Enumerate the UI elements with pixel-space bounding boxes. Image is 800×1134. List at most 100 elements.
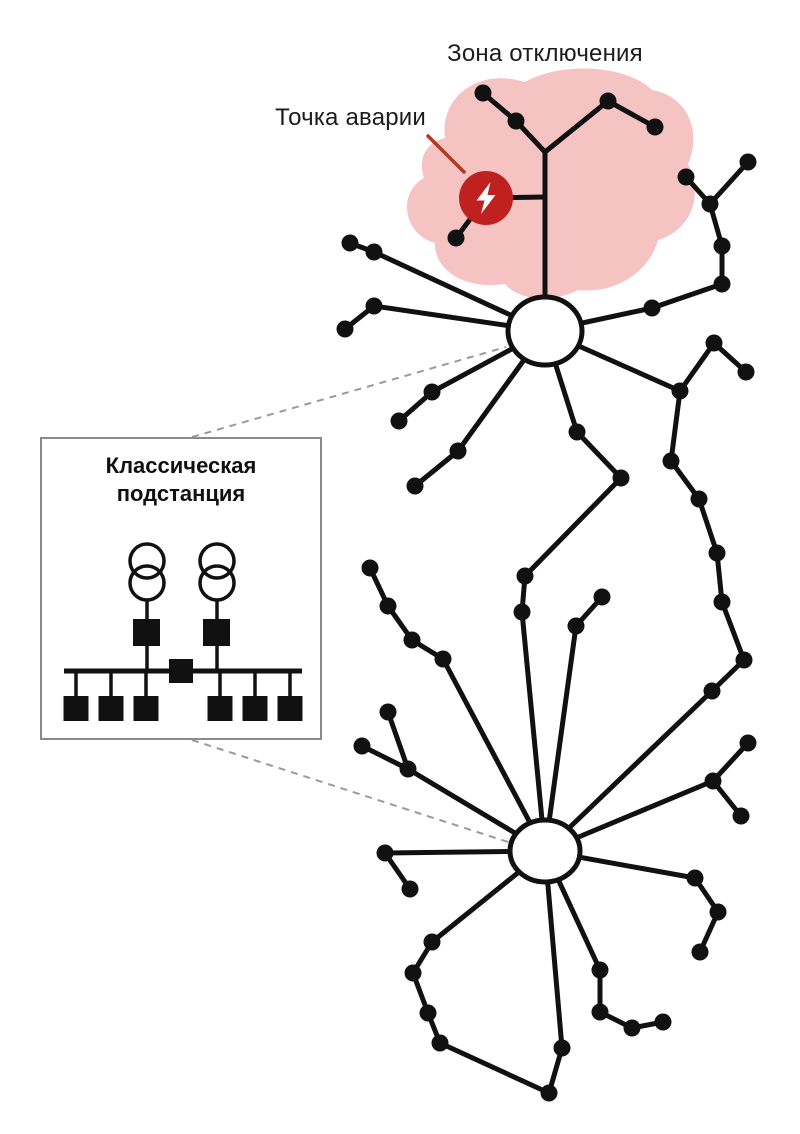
network-edge: [519, 609, 548, 854]
network-node: [474, 84, 492, 102]
transformer-icon: [198, 542, 236, 602]
network-node: [379, 597, 397, 615]
network-node: [737, 363, 755, 381]
network-node: [404, 964, 422, 982]
network-node: [361, 559, 379, 577]
lightning-icon: [476, 182, 496, 214]
network-edge: [719, 599, 747, 663]
network-node: [677, 168, 695, 186]
network-node: [568, 423, 586, 441]
network-node: [516, 567, 534, 585]
network-node: [376, 844, 394, 862]
network-node: [705, 334, 723, 352]
network-node: [713, 237, 731, 255]
outage-zone-blob: [407, 68, 696, 299]
network-edge: [707, 159, 751, 207]
network-node: [686, 869, 704, 887]
network-node: [540, 1084, 558, 1102]
substation-hub: [505, 294, 585, 368]
network-edge: [359, 743, 411, 772]
network-node: [623, 1019, 641, 1037]
network-node: [513, 603, 531, 621]
network-node: [612, 469, 630, 487]
substation-callout-box: Классическая подстанция: [40, 437, 322, 740]
network-edge: [649, 281, 725, 311]
network-node: [390, 412, 408, 430]
network-node: [423, 383, 441, 401]
network-node: [419, 1004, 437, 1022]
network-node: [599, 92, 617, 110]
network-node: [353, 737, 371, 755]
substation-title-line1: Классическая: [105, 453, 257, 478]
network-edges: [342, 90, 751, 1096]
substation-title-line2: подстанция: [116, 480, 246, 506]
fault-pointer-line: [426, 134, 466, 174]
network-edge: [542, 623, 579, 854]
network-node: [646, 118, 664, 136]
network-node: [434, 650, 452, 668]
network-node: [739, 153, 757, 171]
network-node: [735, 651, 753, 669]
network-node: [703, 682, 721, 700]
network-node: [553, 1039, 571, 1057]
network-node: [507, 112, 525, 130]
network-node: [447, 229, 465, 247]
outage-zone-label: Зона отключения: [447, 40, 643, 67]
network-node: [431, 1034, 449, 1052]
network-node: [399, 760, 417, 778]
network-node: [662, 452, 680, 470]
network-node: [732, 807, 750, 825]
callout-connectors: [191, 346, 509, 843]
network-node: [739, 734, 757, 752]
network-node: [449, 442, 467, 460]
network-edge: [677, 340, 717, 394]
network-edge: [574, 429, 624, 481]
network-edge: [385, 709, 411, 772]
network-node: [401, 880, 419, 898]
network-node: [691, 943, 709, 961]
substation-hubs: [505, 294, 585, 885]
network-node: [593, 588, 611, 606]
network-edge: [412, 448, 461, 489]
network-edge: [522, 475, 624, 579]
schematic-wires: [74, 600, 292, 697]
network-edge: [542, 688, 715, 854]
network-node: [336, 320, 354, 338]
transformer-icon: [128, 542, 166, 602]
network-node: [365, 243, 383, 261]
network-node: [708, 544, 726, 562]
network-edge: [440, 656, 548, 854]
network-node: [643, 299, 661, 317]
network-node: [671, 382, 689, 400]
breaker-squares: [63, 619, 303, 721]
network-edge: [605, 98, 658, 130]
network-node: [341, 234, 359, 252]
network-node: [713, 593, 731, 611]
network-node: [423, 933, 441, 951]
network-edge: [437, 1040, 552, 1096]
network-node: [654, 1013, 672, 1031]
network-node: [713, 275, 731, 293]
callout-dashed-line-bottom: [191, 739, 509, 843]
network-node: [701, 195, 719, 213]
fault-point-marker: [459, 171, 513, 225]
network-nodes: [336, 84, 757, 1102]
network-edge: [710, 740, 751, 784]
substation-schematic: [63, 542, 303, 721]
fault-point-label: Точка аварии: [275, 104, 426, 131]
network-node: [406, 477, 424, 495]
network-node: [709, 903, 727, 921]
network-node: [690, 490, 708, 508]
network-node: [591, 1003, 609, 1021]
network-edge: [668, 388, 683, 464]
network-node: [379, 703, 397, 721]
network-node: [567, 617, 585, 635]
substation-callout-title: Классическая подстанция: [42, 452, 320, 507]
network-edge: [696, 496, 720, 556]
network-node: [403, 631, 421, 649]
callout-dashed-line-top: [191, 346, 507, 438]
network-node: [704, 772, 722, 790]
network-edge: [542, 98, 611, 155]
